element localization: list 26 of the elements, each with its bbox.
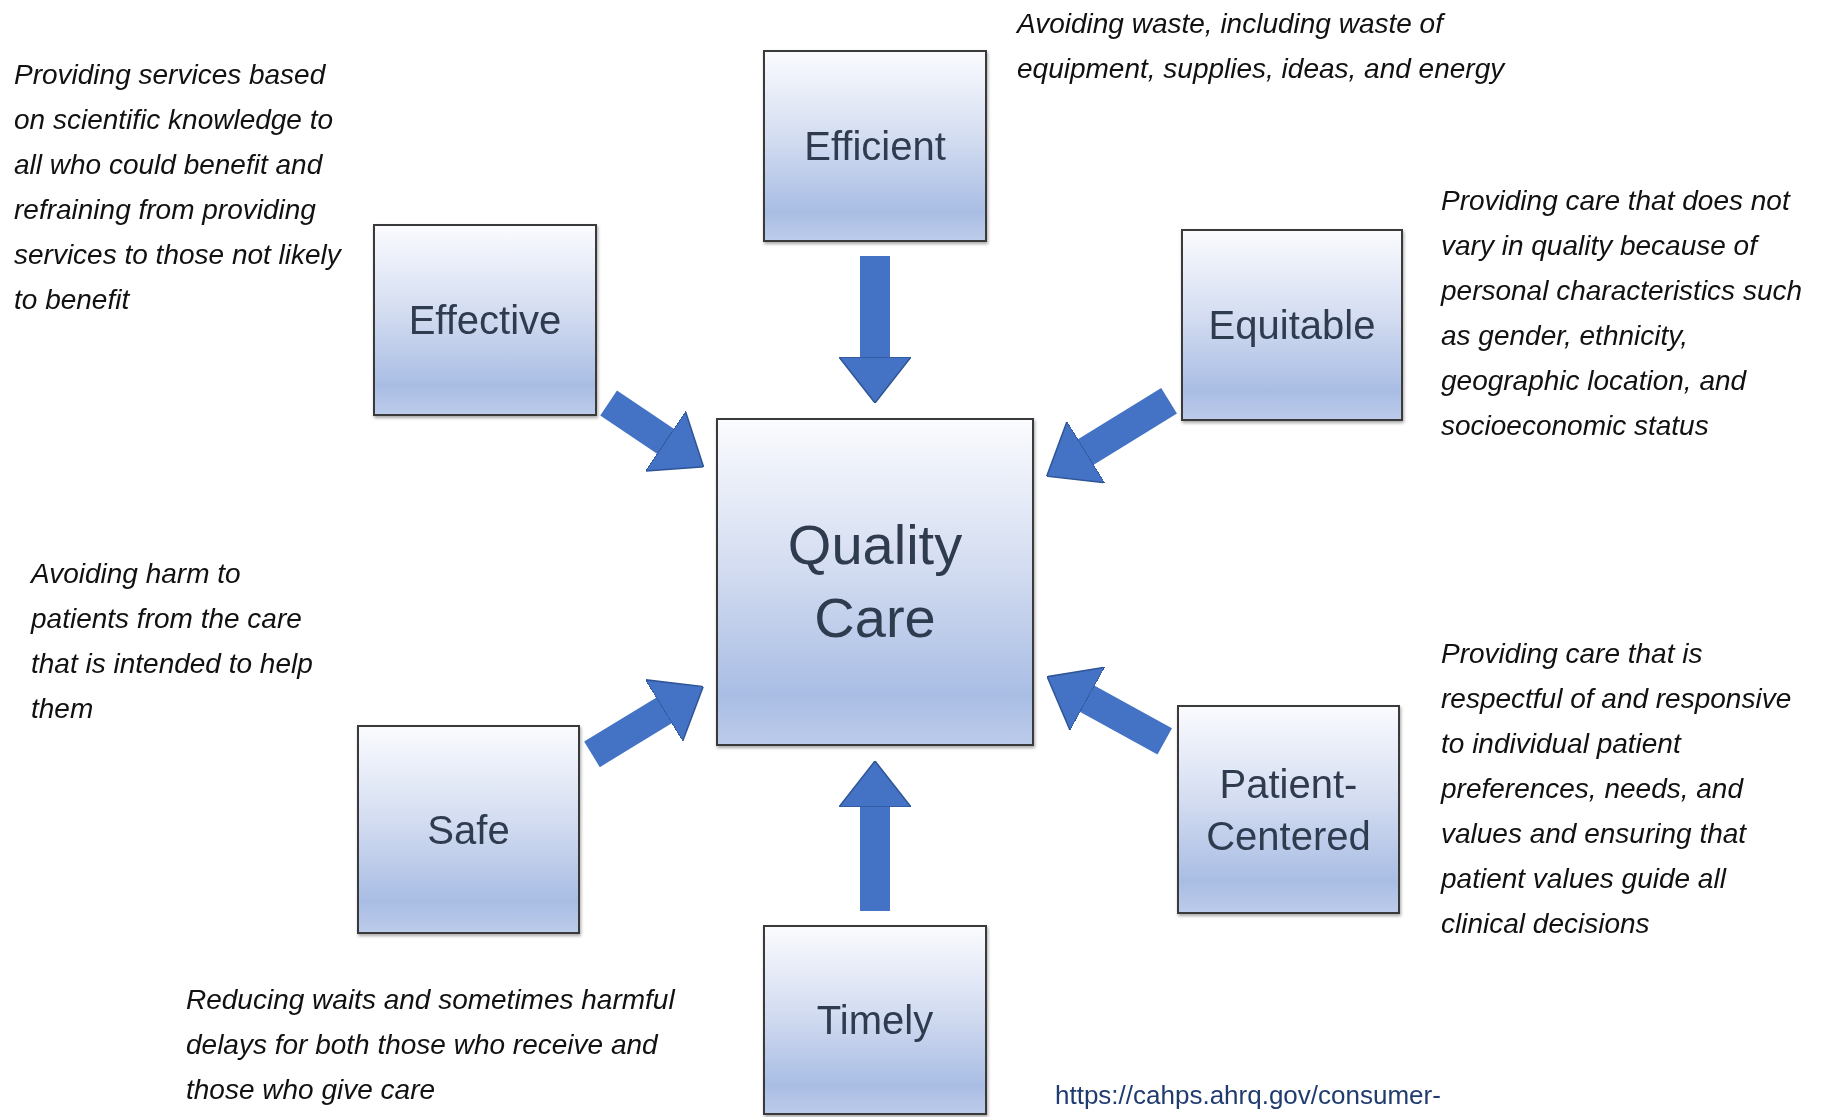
box-label: Effective — [407, 297, 563, 344]
center-box — [716, 418, 1034, 746]
box-label: Efficient — [803, 123, 947, 170]
dimension-box — [763, 50, 987, 242]
description-text: Avoiding harm to patients from the care that is intended to help them — [31, 557, 314, 726]
dimension-box — [373, 224, 597, 416]
box-label: Quality Care — [786, 512, 964, 651]
dimension-box — [357, 725, 580, 934]
description-text: Avoiding waste, including waste of equipment, supplies, ideas, and energy — [1017, 7, 1507, 86]
description-text: Reducing waits and sometimes harmful delays for both those who receive and those who give care — [186, 983, 677, 1107]
dimension-box — [763, 925, 987, 1115]
block-arrow — [838, 760, 912, 911]
block-arrow — [1046, 387, 1177, 484]
box-label: Safe — [426, 806, 511, 854]
description-text: Providing care that is respectful of and responsive to individual patient preferences, needs, and values and ensuring that patient values guide all clinical decisions — [1441, 637, 1793, 941]
description-text: Providing care that does not vary in quality because of personal characteristics such as gender, ethnicity, geographic location, and socioeconomic status — [1441, 184, 1804, 443]
dimension-box — [1181, 229, 1403, 421]
box-label: Equitable — [1207, 302, 1377, 349]
block-arrow — [838, 256, 912, 404]
block-arrow — [1046, 666, 1172, 755]
source-url: https://cahps.ahrq.gov/consumer- — [1055, 1080, 1441, 1111]
dimension-box — [1177, 705, 1400, 914]
box-label: Patient-Centered — [1205, 760, 1372, 860]
description-text: Providing services based on scientific knowledge to all who could benefit and refraining from providing services to those not likely to benefit — [14, 58, 343, 317]
block-arrow — [600, 390, 705, 472]
box-label: Timely — [815, 997, 935, 1044]
